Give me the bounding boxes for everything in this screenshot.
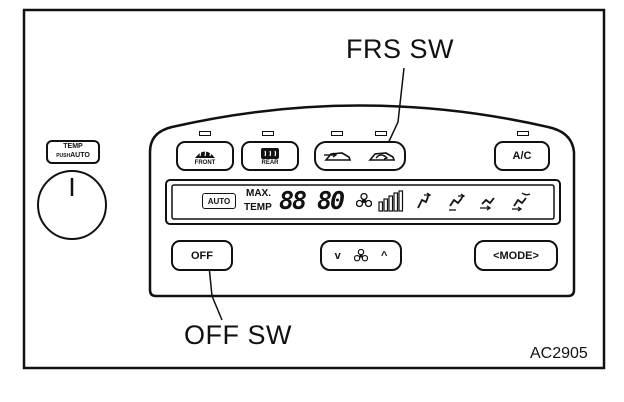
face-vent-icon bbox=[417, 192, 432, 209]
fan-level-bars-icon bbox=[378, 190, 404, 212]
foot-defrost-vent-icon bbox=[512, 192, 531, 212]
fan-up-arrow[interactable]: ^ bbox=[380, 249, 388, 262]
fan-icon bbox=[356, 193, 372, 208]
bi-level-vent-icon bbox=[449, 193, 466, 211]
recirc-led bbox=[375, 131, 387, 136]
auto-indicator: AUTO bbox=[202, 193, 236, 209]
rear-defogger-icon bbox=[261, 147, 279, 159]
defroster-icon bbox=[195, 149, 215, 158]
ac-led bbox=[517, 131, 529, 136]
push-auto-label: PUSHAUTO bbox=[56, 152, 90, 159]
off-sw-callout: OFF SW bbox=[184, 320, 292, 350]
ac-label: A/C bbox=[512, 150, 532, 162]
max-label: MAX. bbox=[246, 188, 271, 199]
temp-digits-left: 88 bbox=[279, 186, 307, 215]
mode-button[interactable]: <MODE> bbox=[474, 240, 558, 271]
fresh-air-icon bbox=[324, 152, 352, 161]
vent-mode-icons bbox=[417, 192, 531, 212]
mode-label: <MODE> bbox=[493, 249, 539, 262]
fan-speed-button[interactable]: v ^ bbox=[320, 240, 402, 271]
front-label: FRONT bbox=[194, 159, 216, 166]
rear-defog-led bbox=[262, 131, 274, 136]
rear-defogger-button[interactable]: REAR bbox=[241, 141, 299, 171]
foot-vent-icon bbox=[480, 197, 495, 211]
off-button[interactable]: OFF bbox=[171, 240, 233, 271]
front-defroster-button[interactable]: FRONT bbox=[176, 141, 234, 171]
frs-switch[interactable] bbox=[314, 141, 406, 171]
fan-speed-icon bbox=[353, 248, 368, 261]
figure-code: AC2905 bbox=[530, 345, 588, 362]
temp-auto-button[interactable]: TEMP PUSHAUTO bbox=[46, 140, 100, 164]
fan-down-arrow[interactable]: v bbox=[334, 249, 341, 262]
fresh-air-led bbox=[331, 131, 343, 136]
rear-label: REAR bbox=[261, 159, 279, 166]
ac-button[interactable]: A/C bbox=[494, 141, 550, 171]
front-defog-led bbox=[199, 131, 211, 136]
temp-label: TEMP bbox=[63, 143, 83, 150]
off-label: OFF bbox=[191, 249, 213, 262]
temp-digits-right: 80 bbox=[317, 186, 345, 215]
display-temp-label: TEMP bbox=[244, 202, 272, 213]
temperature-knob[interactable] bbox=[38, 171, 106, 239]
recirculation-icon bbox=[368, 152, 396, 161]
frs-sw-callout: FRS SW bbox=[346, 34, 454, 64]
